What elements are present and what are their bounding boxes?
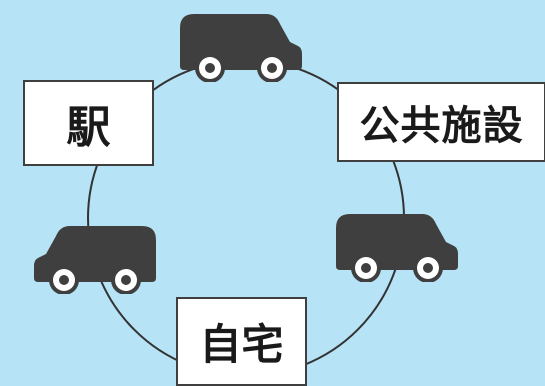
node-station: 駅 [23, 80, 154, 166]
node-home: 自宅 [176, 297, 307, 386]
node-home-label: 自宅 [199, 320, 284, 369]
car-icon [174, 10, 304, 82]
node-station-label: 駅 [66, 102, 111, 153]
node-public-facility: 公共施設 [337, 82, 545, 162]
node-public-facility-label: 公共施設 [359, 103, 524, 149]
car-icon [330, 210, 460, 282]
car-icon [32, 222, 162, 294]
